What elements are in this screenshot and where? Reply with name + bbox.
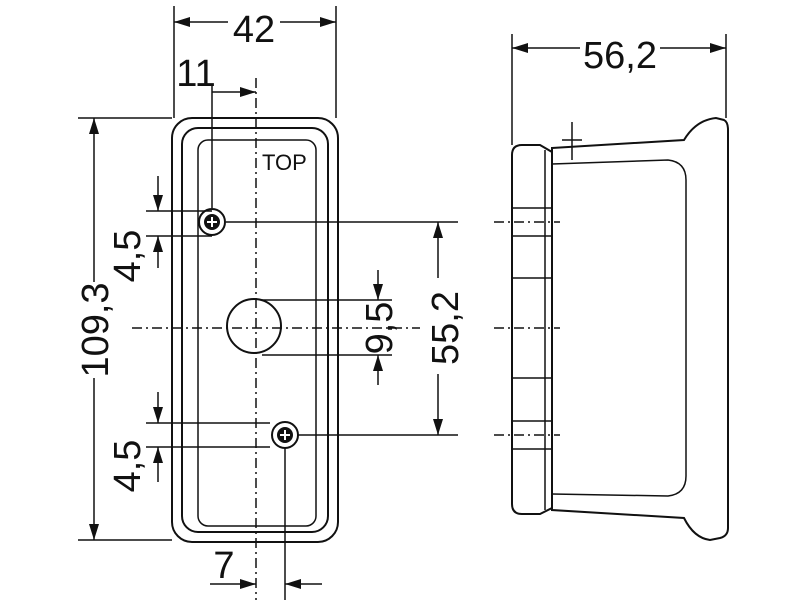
- dim-height-109: 109,3: [74, 117, 172, 541]
- dim-depth-56-2: 56,2: [511, 30, 727, 145]
- svg-text:9,5: 9,5: [359, 302, 401, 355]
- side-view: [494, 116, 729, 542]
- dim-center-hole-9-5: 9,5: [262, 270, 401, 385]
- dim-lower-hole-4-5: 4,5: [107, 392, 270, 492]
- svg-text:4,5: 4,5: [107, 230, 149, 283]
- side-flange: [511, 144, 553, 515]
- svg-text:109,3: 109,3: [75, 282, 117, 377]
- dim-upper-hole-4-5: 4,5: [107, 176, 212, 282]
- upper-screw: [198, 208, 226, 236]
- svg-text:42: 42: [233, 9, 275, 51]
- side-lower-stud: [511, 420, 553, 450]
- svg-text:55,2: 55,2: [425, 291, 467, 365]
- front-view: TOP: [132, 78, 420, 600]
- dim-offset-7: 7: [210, 448, 322, 600]
- center-hole: [226, 298, 282, 354]
- dim-hole-spacing-55-2: 55,2: [226, 221, 470, 436]
- side-inner-contour: [551, 159, 687, 497]
- front-outer-housing: [171, 117, 339, 543]
- side-center-boss: [511, 277, 553, 379]
- dim-width-42: 42: [173, 4, 337, 118]
- front-lens-frame: [181, 127, 329, 533]
- svg-text:11: 11: [176, 53, 215, 95]
- top-label: TOP: [262, 150, 307, 175]
- side-body: [551, 116, 729, 542]
- svg-text:7: 7: [213, 545, 234, 587]
- side-upper-stud: [511, 207, 553, 237]
- svg-text:4,5: 4,5: [107, 440, 149, 493]
- lower-screw: [271, 421, 299, 449]
- dim-offset-11: 11: [176, 53, 256, 208]
- front-inner-lens: [197, 139, 317, 527]
- svg-text:56,2: 56,2: [583, 35, 657, 77]
